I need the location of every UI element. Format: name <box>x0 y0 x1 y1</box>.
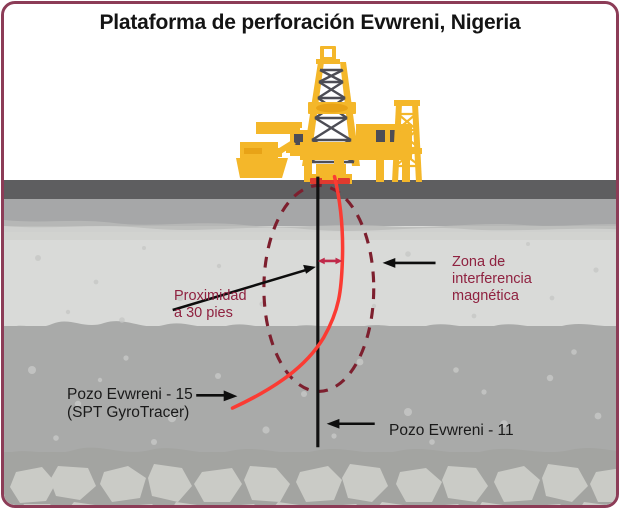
label-well-evwreni-15: Pozo Evwreni - 15 (SPT GyroTracer) <box>67 386 193 422</box>
page-title: Plataforma de perforación Evwreni, Niger… <box>99 11 521 34</box>
wellhead-equipment <box>310 172 350 184</box>
label-magnetic-interference-zone: Zona de interferencia magnética <box>452 254 532 305</box>
right-mast <box>392 100 422 182</box>
diagram-frame: Plataforma de perforación Evwreni, Niger… <box>1 1 619 508</box>
label-well-evwreni-11: Pozo Evwreni - 11 <box>389 422 514 439</box>
drilling-rig <box>236 46 422 184</box>
rotary-table <box>316 164 346 174</box>
base-skid <box>236 158 288 178</box>
diagram-canvas: Plataforma de perforación Evwreni, Niger… <box>4 4 616 505</box>
rig-deck <box>300 142 412 160</box>
pipe-arm <box>256 122 300 154</box>
geology-texture <box>4 220 616 505</box>
label-proximity: Proximidad a 30 pies <box>174 288 247 322</box>
